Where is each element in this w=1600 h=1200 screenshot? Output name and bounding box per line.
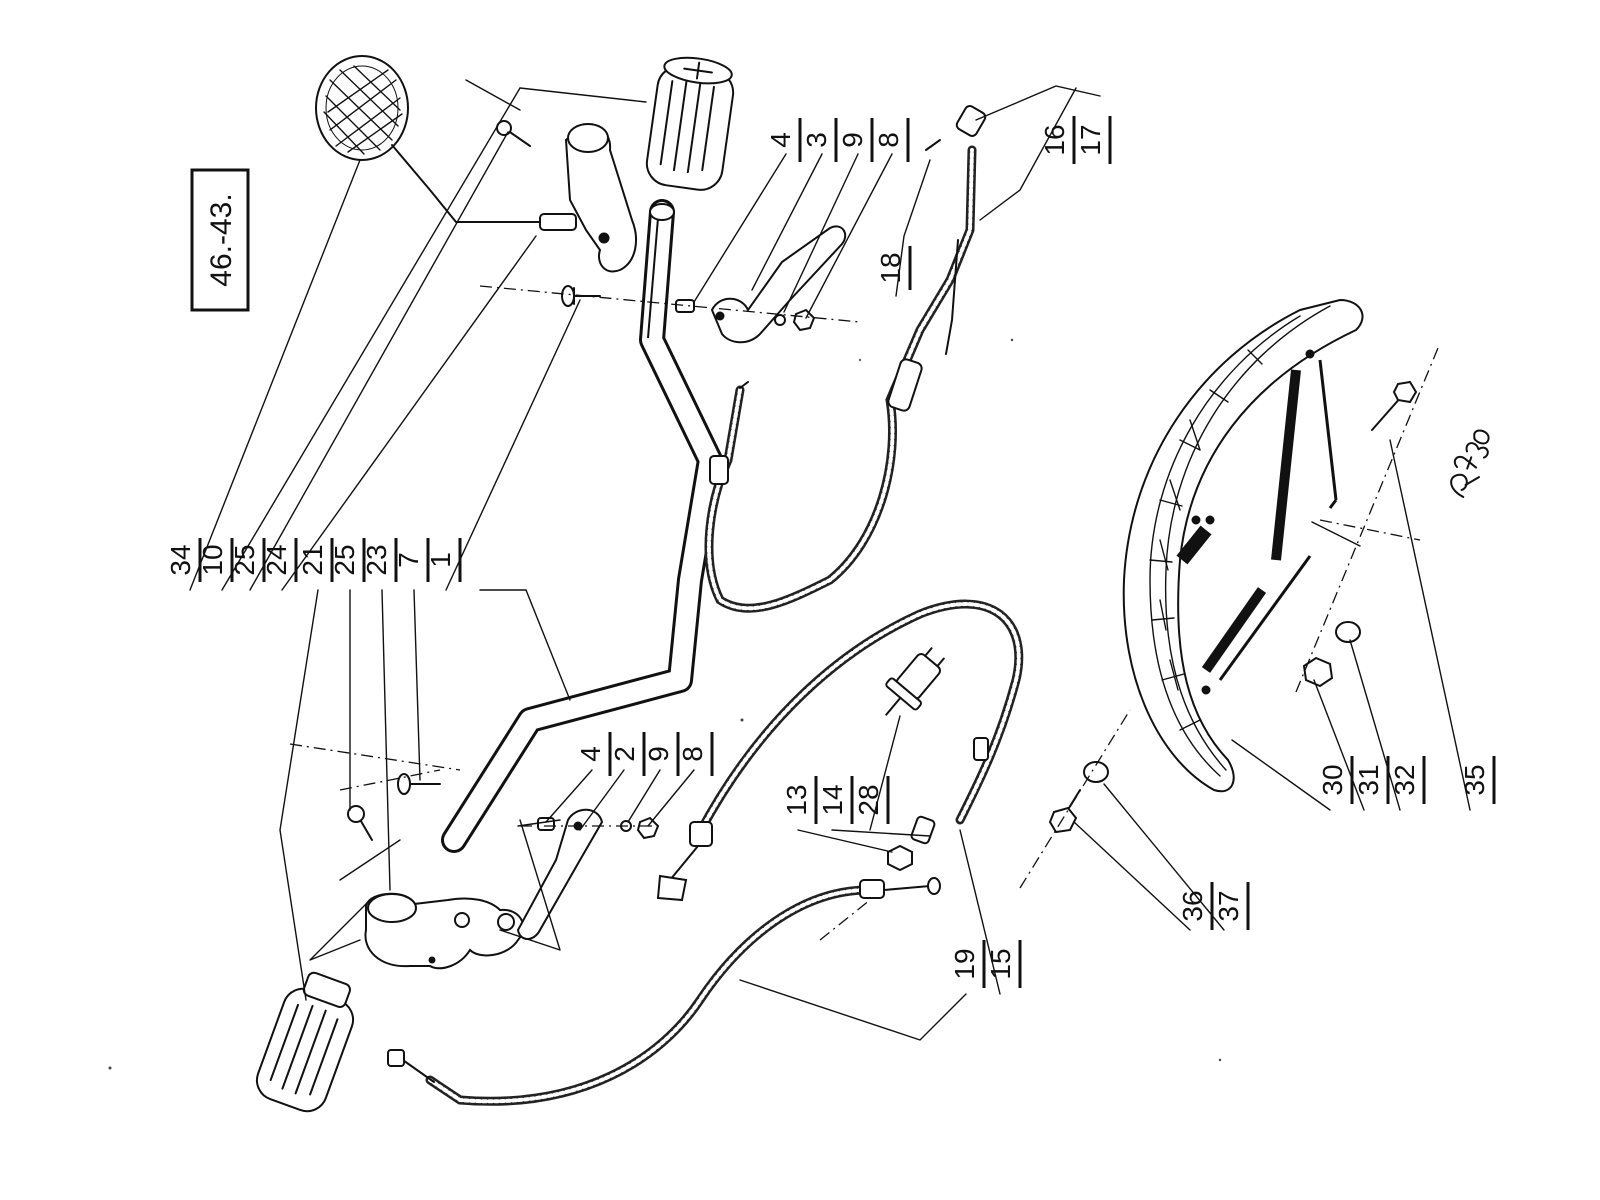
callouts-bottom-cable-group: 19 15 — [949, 940, 1022, 988]
callout-32: 32 — [1389, 764, 1420, 795]
callout-25b: 25 — [329, 544, 360, 575]
paper-specks — [108, 338, 1222, 1070]
callouts-fender-bolt-group: 36 37 — [1177, 882, 1250, 930]
callout-37: 37 — [1213, 890, 1244, 921]
callout-bottom-2: 2 — [609, 746, 640, 762]
callouts-top-lever-group: 4 3 9 8 — [765, 118, 910, 162]
plate-number: 46.-43. — [205, 193, 238, 286]
callout-top-4: 4 — [765, 132, 796, 148]
callouts-handlebar-group: 34 10 25 24 21 25 23 7 1 — [165, 538, 462, 582]
callouts-bottom-lever-group: 4 2 9 8 — [575, 732, 714, 776]
lower-cable — [387, 877, 941, 1106]
left-grip — [255, 971, 355, 1113]
callout-bottom-8: 8 — [677, 746, 708, 762]
front-fender — [1122, 298, 1364, 793]
callouts-fender-group: 30 31 32 35 — [1317, 756, 1496, 804]
callouts-switch-group: 13 14 28 — [781, 776, 890, 824]
callout-18: 18 — [875, 252, 906, 283]
left-control-housing — [364, 892, 525, 970]
top-screw — [496, 120, 531, 147]
plate-number-box: 46.-43. — [190, 168, 250, 312]
callout-19: 19 — [949, 948, 980, 979]
callout-35: 35 — [1459, 764, 1490, 795]
callout-10: 10 — [197, 544, 228, 575]
mirror — [315, 55, 577, 231]
callout-28: 28 — [853, 784, 884, 815]
callout-21: 21 — [297, 544, 328, 575]
callout-36: 36 — [1177, 890, 1208, 921]
right-grip — [645, 56, 735, 191]
bottom-clutch-lever — [516, 808, 660, 940]
callout-34: 34 — [165, 544, 196, 575]
bottom-screws — [347, 773, 441, 841]
callouts-top-cable-group: 16 17 18 — [875, 116, 1112, 290]
brake-light-switch — [885, 647, 945, 716]
artist-signature — [1450, 429, 1490, 498]
callout-bottom-9: 9 — [643, 746, 674, 762]
callout-bottom-4: 4 — [575, 746, 606, 762]
callout-16: 16 — [1039, 124, 1070, 155]
switch-nut — [887, 844, 913, 872]
assembly-axes — [289, 285, 1439, 941]
top-brake-lever — [561, 225, 847, 344]
handlebar — [441, 199, 723, 853]
callout-17: 17 — [1075, 124, 1106, 155]
bracket-lines — [309, 79, 1361, 961]
right-control-clamp — [564, 123, 637, 273]
callout-23: 23 — [361, 544, 392, 575]
callout-31: 31 — [1353, 764, 1384, 795]
callout-top-8: 8 — [873, 132, 904, 148]
callout-7: 7 — [393, 552, 424, 568]
leader-lines — [189, 85, 1471, 1041]
callout-14: 14 — [817, 784, 848, 815]
fender-hardware — [1048, 380, 1418, 834]
callout-15: 15 — [985, 948, 1016, 979]
callout-top-9: 9 — [837, 132, 868, 148]
fender-stays — [1176, 359, 1338, 681]
callout-25a: 25 — [229, 544, 260, 575]
callout-top-3: 3 — [801, 132, 832, 148]
callout-24: 24 — [261, 544, 292, 575]
callout-30: 30 — [1317, 764, 1348, 795]
callout-13: 13 — [781, 784, 812, 815]
callout-1: 1 — [425, 552, 456, 568]
top-cable — [704, 105, 987, 613]
